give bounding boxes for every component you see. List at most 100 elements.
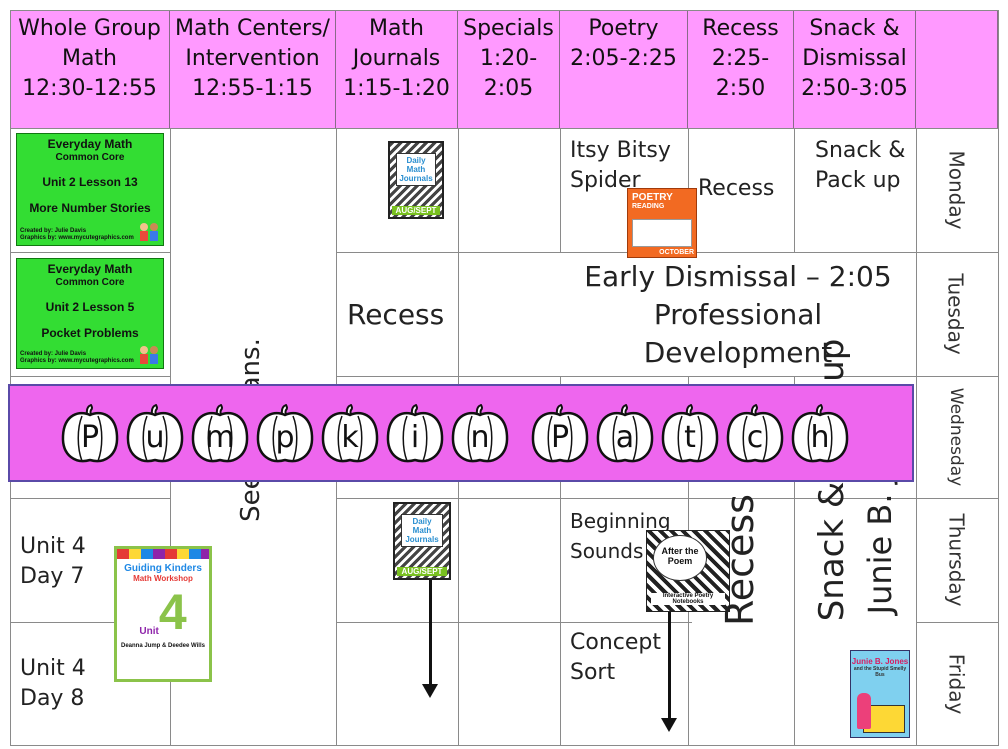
pumpkin-letter-char: c (746, 420, 764, 455)
book-subtitle: Math Workshop (133, 574, 193, 583)
pumpkin-letter-char: u (145, 420, 165, 455)
day-thursday: Thursday (916, 498, 996, 622)
book-title: POETRY (632, 192, 673, 203)
friday-poetry-text: Concept Sort (570, 628, 661, 688)
day-label: Tuesday (944, 273, 968, 355)
header-line: Math Centers/ (175, 16, 330, 41)
pumpkin-letter-char: P (550, 420, 570, 455)
cell-line: Sounds (570, 539, 644, 563)
book-subtitle: and the Stupid Smelly Bus (853, 666, 907, 678)
pumpkin-letter-char: m (205, 420, 235, 455)
day-label: Thursday (944, 513, 968, 607)
arrow-down-icon (422, 580, 438, 698)
book-month: OCTOBER (659, 249, 694, 256)
day-label: Friday (944, 653, 968, 714)
book-line: Journals (399, 174, 433, 183)
header-recess: Recess 2:25- 2:50 (688, 10, 794, 128)
cell-line: Unit 4 (20, 534, 86, 559)
book-title: Guiding Kinders (124, 563, 202, 574)
pumpkin-letter: a (595, 404, 655, 466)
cell-line: Development (643, 336, 833, 369)
card-topic: Pocket Problems (41, 326, 139, 340)
header-line: Specials (463, 16, 554, 41)
junie-b-jones-book: Junie B. Jones and the Stupid Smelly Bus (850, 650, 910, 738)
header-math-centers: Math Centers/ Intervention 12:55-1:15 (170, 10, 336, 128)
cell-line: Day 7 (20, 564, 85, 589)
pumpkin-letter: t (660, 404, 720, 466)
book-month: AUG/SEPT (397, 567, 447, 576)
header-math-journals: Math Journals 1:15-1:20 (336, 10, 458, 128)
day-label: Monday (944, 150, 968, 230)
credit-line: Created by: Julie Davis (20, 228, 87, 234)
cell-line: Pack up (815, 168, 901, 193)
book-line: Daily (412, 517, 432, 526)
book-unit-label: Unit (139, 626, 159, 637)
day-friday: Friday (916, 622, 996, 745)
grid-line (336, 376, 998, 377)
pumpkin-letter-char: k (341, 420, 359, 455)
pumpkin-letter-char: p (275, 420, 295, 455)
cell-line: Day 8 (20, 686, 85, 711)
pumpkin-icon (531, 404, 589, 463)
credit-line: Created by: Julie Davis (20, 351, 87, 357)
cell-line: Itsy Bitsy (570, 138, 671, 163)
monday-snack-text: Snack & Pack up (815, 136, 905, 196)
grid-line (916, 128, 917, 746)
cell-line: Professional (653, 298, 823, 331)
book-pages (632, 219, 692, 247)
header-line: 1:20- (479, 46, 538, 71)
pumpkin-letter-char: h (810, 420, 830, 455)
card-topic: More Number Stories (29, 201, 151, 215)
cell-line: Snack & (815, 138, 906, 163)
pumpkin-letter-char: P (80, 420, 100, 455)
arrow-down-icon (661, 586, 677, 732)
cell-line: Early Dismissal – 2:05 (584, 260, 892, 293)
pumpkin-letter: i (385, 404, 445, 466)
grid-line (336, 622, 692, 623)
kids-icon (140, 346, 158, 364)
pumpkin-icon (321, 404, 379, 463)
grid-line (10, 10, 998, 11)
recess-vertical: Recess (718, 494, 762, 626)
pumpkin-letter: m (190, 404, 250, 466)
pumpkin-letter: n (450, 404, 510, 466)
header-empty (916, 10, 998, 128)
grid-line (794, 376, 795, 746)
credit-line: Graphics by: www.mycutegraphics.com (20, 358, 134, 364)
tuesday-recess: Recess (347, 298, 445, 331)
grid-line (10, 376, 170, 377)
header-line: Whole Group (18, 16, 161, 41)
grid-line (560, 128, 561, 252)
girl-icon (857, 693, 871, 729)
header-line: Math (61, 46, 118, 71)
monday-poetry-text: Itsy Bitsy Spider (570, 136, 671, 196)
header-line: 2:05 (483, 76, 534, 101)
header-line: 12:30-12:55 (22, 76, 157, 101)
everyday-math-card: Everyday Math Common Core Unit 2 Lesson … (16, 133, 164, 246)
cell-line: Beginning (570, 509, 671, 533)
pumpkin-icon (126, 404, 184, 463)
pumpkin-letter: u (125, 404, 185, 466)
header-poetry: Poetry 2:05-2:25 (560, 10, 688, 128)
header-line: Recess (702, 16, 779, 41)
grid-line (560, 376, 561, 746)
grid-line (10, 622, 170, 623)
header-line: 2:50-3:05 (801, 76, 908, 101)
header-line: Poetry (588, 16, 659, 41)
pumpkin-icon (191, 404, 249, 463)
pumpkin-icon (451, 404, 509, 463)
header-line: Dismissal (802, 46, 907, 71)
pumpkin-icon (661, 404, 719, 463)
pumpkin-letter: c (725, 404, 785, 466)
book-line: Daily (406, 156, 426, 165)
header-line: Snack & (809, 16, 900, 41)
grid-line (10, 498, 170, 499)
pumpkin-letter: P (530, 404, 590, 466)
header-snack-dismissal: Snack & Dismissal 2:50-3:05 (794, 10, 916, 128)
book-month: AUG/SEPT (392, 206, 440, 215)
book-bunting (117, 549, 209, 559)
